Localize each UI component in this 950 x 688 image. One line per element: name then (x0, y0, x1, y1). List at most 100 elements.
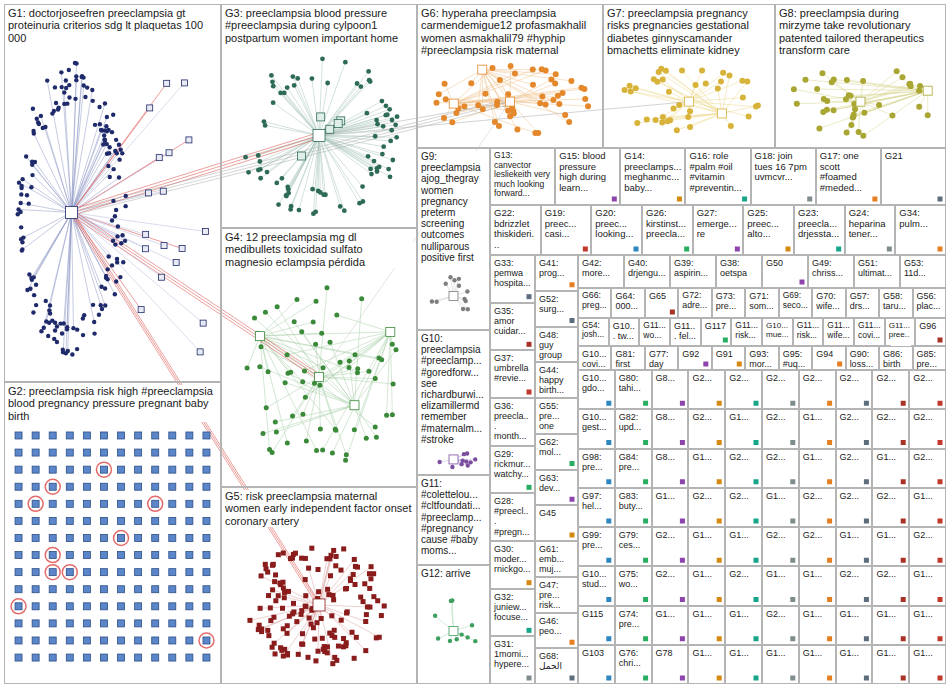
group-cell: G68: الحمل (535, 648, 578, 684)
vertex (831, 107, 837, 113)
vertex (343, 458, 348, 463)
vertex-image (181, 80, 187, 86)
vertex (530, 82, 536, 88)
vertex (90, 88, 94, 92)
vertex-image (606, 440, 611, 445)
vertex-image (15, 569, 22, 576)
group-label: G2... (766, 452, 786, 462)
group-cell: G76: chri... (615, 645, 652, 684)
vertex-image (643, 597, 648, 602)
vertex-image (864, 440, 869, 445)
vertex (310, 76, 315, 81)
vertex (60, 331, 64, 335)
vertex-image (49, 483, 56, 490)
group-cell: G24: heparina tener... (845, 205, 896, 255)
vertex-image (152, 466, 159, 473)
vertex (819, 70, 825, 76)
group-cell: G1... (725, 645, 762, 684)
group-cell: G1... (652, 488, 689, 527)
vertex-link (510, 79, 551, 101)
vertex (290, 74, 295, 79)
vertex-image (49, 620, 56, 627)
vertex (381, 144, 386, 149)
vertex-image (247, 618, 252, 623)
vertex (393, 122, 398, 127)
group-label: G1... (876, 609, 896, 619)
vertex-image (118, 586, 125, 593)
vertex (52, 109, 56, 113)
vertex (85, 85, 89, 89)
vertex (430, 299, 434, 303)
group-cell: G11... risk... (731, 318, 762, 346)
vertex (300, 412, 305, 417)
group-cell: G1... (688, 566, 725, 605)
group-cell: G63: dev... (535, 470, 578, 506)
vertex (532, 130, 538, 136)
vertex (448, 275, 452, 279)
vertex (117, 157, 121, 161)
vertex (434, 299, 438, 303)
vertex-image (287, 614, 292, 619)
vertex-image (49, 517, 56, 524)
group-cell: G10... mue... (762, 318, 793, 346)
vertex (372, 159, 377, 164)
vertex (444, 281, 448, 285)
group-cell: G84: pre... (615, 449, 652, 488)
vertex (338, 360, 343, 365)
vertex-image (161, 243, 167, 249)
vertex (62, 321, 66, 325)
group-label: G11... wo... (643, 321, 666, 340)
vertex (543, 102, 549, 108)
group-cell: G2... (652, 566, 689, 605)
vertex (45, 78, 49, 82)
vertex-image (754, 558, 759, 563)
vertex-image (358, 595, 363, 600)
vertex-image (737, 362, 742, 367)
vertex-image (827, 401, 832, 406)
vertex-link (661, 69, 722, 114)
vertex (442, 81, 448, 87)
group-cell: G1... (836, 645, 873, 684)
group-label: G1... (803, 609, 823, 619)
group-label: G1... (840, 609, 860, 619)
vertex (259, 344, 264, 349)
vertex (633, 85, 639, 91)
vertex (843, 96, 849, 102)
vertex (347, 358, 352, 363)
vertex-link (298, 605, 319, 654)
vertex-image (717, 597, 722, 602)
vertex-image (369, 564, 374, 569)
vertex-image (330, 633, 335, 638)
vertex (30, 163, 34, 167)
vertex (97, 105, 101, 109)
group-cell: G1... (725, 409, 762, 448)
vertex-image (790, 401, 795, 406)
group-cell: G10... gest... (578, 409, 615, 448)
vertex (111, 199, 115, 203)
vertex (105, 267, 109, 271)
vertex-image (282, 590, 287, 595)
group-cell: G33: pemwa hospita... (490, 255, 535, 303)
vertex (355, 366, 360, 371)
group-cell: G2... (688, 409, 725, 448)
group-cell: G11... covi... (854, 318, 885, 346)
vertex-link (63, 212, 71, 352)
vertex-link (306, 377, 319, 441)
vertex-image (135, 637, 142, 644)
group-cell: G14: preeclamps... meghanmc... baby... (620, 148, 685, 205)
group-cell: G72: adre... (678, 288, 711, 318)
vertex (65, 101, 69, 105)
vertex (113, 292, 117, 296)
vertex-image (83, 552, 90, 559)
vertex-image (169, 466, 176, 473)
vertex-image (938, 247, 943, 252)
vertex-image (680, 519, 685, 524)
group-label: G78 (656, 648, 673, 658)
vertex (47, 308, 51, 312)
vertex (718, 79, 724, 85)
vertex (264, 405, 269, 410)
vertex-image (606, 636, 611, 641)
vertex-image (313, 129, 325, 141)
group-label: G11... risk... (735, 321, 758, 340)
vertex (73, 97, 77, 101)
